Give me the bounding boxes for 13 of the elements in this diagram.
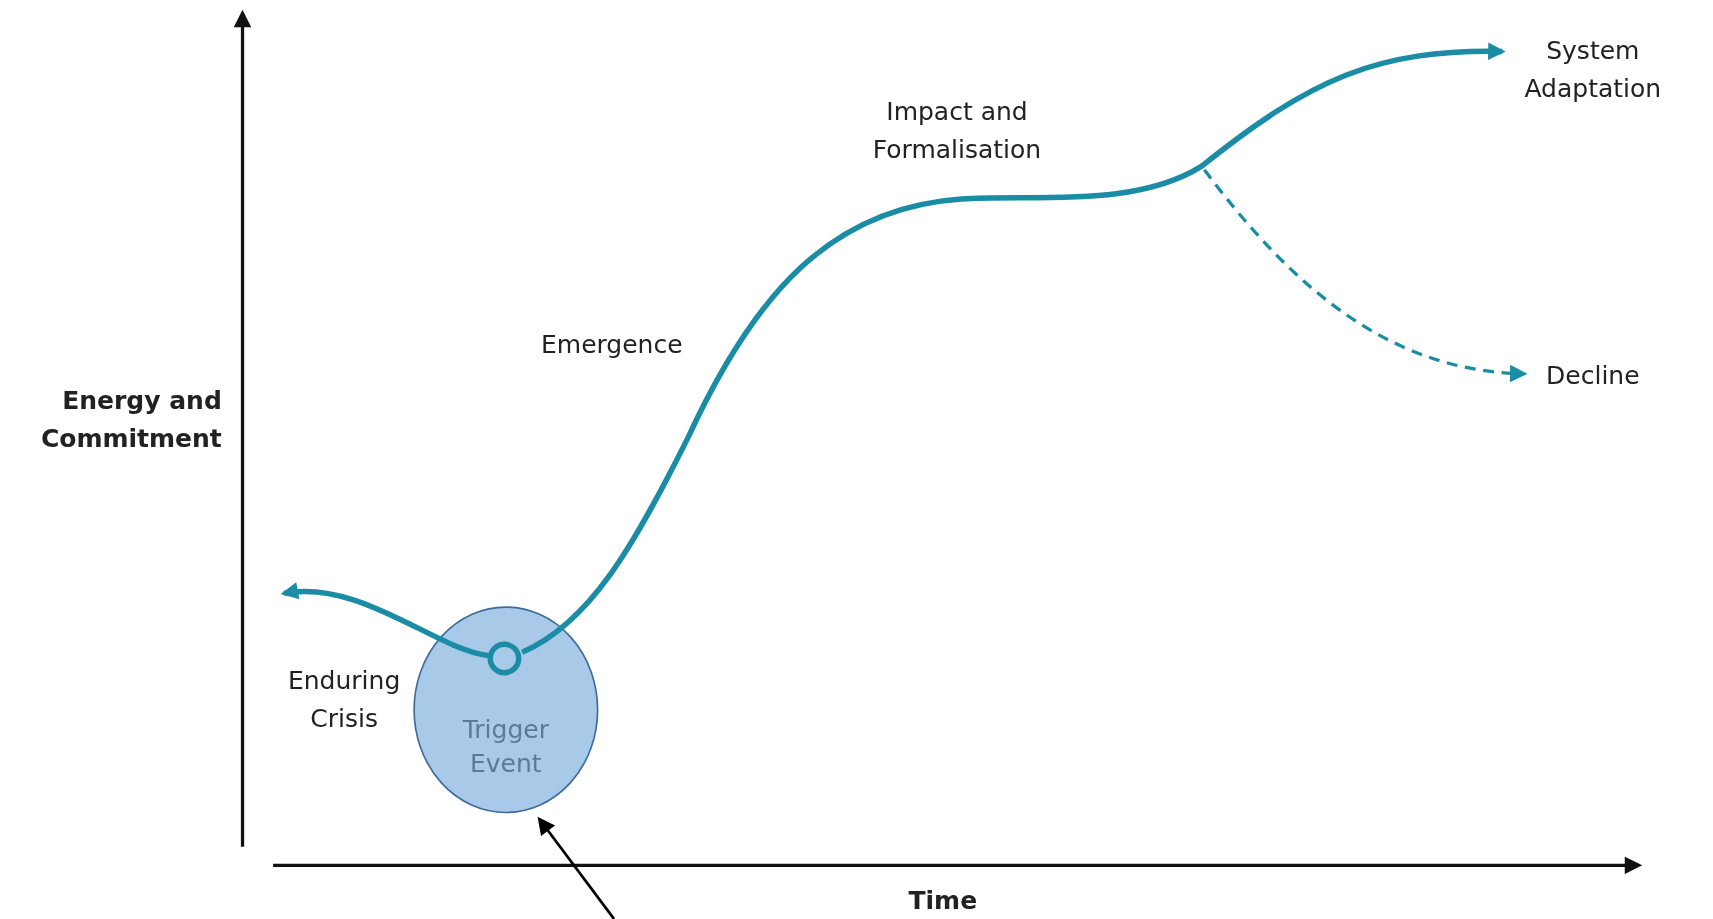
event-label: Trigger Event	[461, 714, 550, 781]
trigger-point-circle	[487, 641, 523, 677]
arrow	[537, 816, 616, 919]
stage-label: Impact and Formalisation	[871, 96, 1043, 167]
stage-label: Decline	[1527, 356, 1659, 395]
arrow	[520, 42, 1506, 655]
arrow	[280, 583, 489, 659]
stage-label: Emergence	[540, 329, 684, 362]
stage-label: Enduring Crisis	[286, 665, 402, 736]
event-ellipse	[412, 606, 599, 814]
axis-title: Energy and Commitment	[39, 384, 222, 455]
axis-title: Time	[907, 885, 979, 918]
stage-label: System Adaptation	[1499, 31, 1686, 108]
